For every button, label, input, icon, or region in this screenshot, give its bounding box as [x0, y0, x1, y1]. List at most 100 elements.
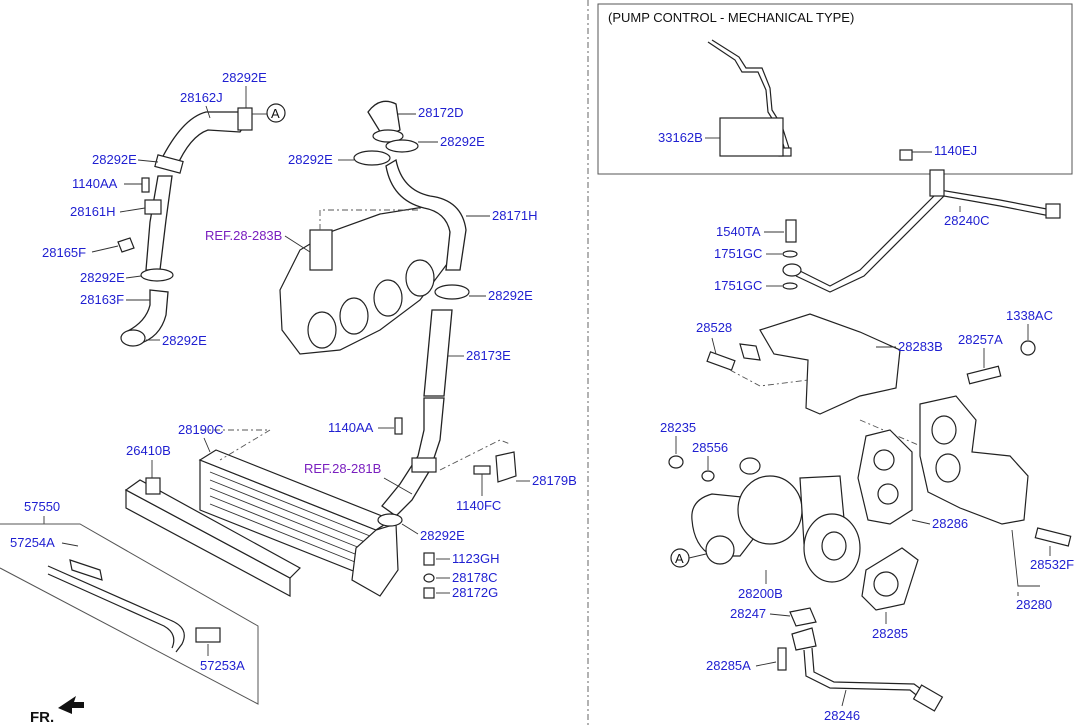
callout-a-bottom: A	[675, 551, 684, 566]
bolt-1140AA-a	[141, 177, 150, 193]
oil-return-flange	[791, 627, 817, 651]
cooler-line-1	[47, 565, 185, 653]
nut-28172G	[423, 587, 435, 599]
turbo-inlet-mouth	[705, 535, 735, 565]
radiator-26410B-top	[124, 479, 301, 579]
label-28292E-a: 28292E	[222, 70, 267, 85]
exhaust-manifold-28280	[919, 395, 1029, 525]
label-28235: 28235	[660, 420, 696, 435]
clamp-28172D	[372, 129, 404, 143]
label-28161H: 28161H	[70, 204, 116, 219]
callout-a-top: A	[271, 106, 280, 121]
pipe-28179	[381, 397, 445, 517]
label-28240C: 28240C	[944, 213, 990, 228]
label-1140FC: 1140FC	[456, 498, 501, 513]
cooler-line-2	[47, 573, 175, 649]
turbo-turbine-outlet	[821, 531, 847, 561]
label-28171H: 28171H	[492, 208, 538, 223]
label-28286: 28286	[932, 516, 968, 531]
stud-28257A	[966, 365, 1002, 385]
clamp-28292E-f	[385, 139, 419, 153]
label-28179B: 28179B	[532, 473, 577, 488]
label-28165F: 28165F	[42, 245, 86, 260]
ref-line-manifold	[319, 200, 421, 230]
washer-28556	[701, 470, 715, 482]
bolt-1140FC	[473, 465, 491, 475]
nut-28235	[668, 455, 684, 469]
oil-pipe-28240C	[797, 189, 1053, 287]
clamp-28292E-h	[377, 513, 403, 527]
hose-28172D	[367, 100, 401, 139]
clamp-upper	[154, 154, 184, 174]
hose-28173E	[423, 309, 453, 397]
label-57253A: 57253A	[200, 658, 245, 673]
bolt-1140EJ	[899, 149, 913, 161]
manifold-port-4	[405, 259, 435, 297]
label-28200B: 28200B	[738, 586, 783, 601]
bolt-28285A	[777, 647, 787, 671]
label-1140AA-b: 1140AA	[328, 420, 374, 435]
manifold-port-2	[339, 297, 369, 335]
stud-28532F	[1034, 527, 1072, 547]
label-28280: 28280	[1016, 597, 1052, 612]
pipe-fitting	[1045, 203, 1061, 219]
bracket-28161H	[144, 199, 162, 215]
clamp-28292E-mid	[140, 268, 174, 282]
intercooler-fins	[209, 471, 371, 569]
label-28292E-g: 28292E	[488, 288, 533, 303]
label-1140EJ: 1140EJ	[934, 143, 977, 158]
label-28178C: 28178C	[452, 570, 498, 585]
bolt-1540TA	[785, 219, 797, 243]
ref-28-283B[interactable]: REF.28-283B	[205, 228, 282, 243]
heat-shield-28283B	[759, 313, 901, 415]
inset-title: (PUMP CONTROL - MECHANICAL TYPE)	[608, 10, 854, 25]
gasket-28285	[861, 547, 919, 611]
label-28292E-e: 28292E	[440, 134, 485, 149]
gasket-28286	[857, 429, 913, 525]
box-57550	[0, 523, 259, 705]
turbo-actuator	[739, 457, 761, 475]
label-28292E-c: 28292E	[80, 270, 125, 285]
clip-28178C	[423, 573, 435, 583]
pipe-bracket	[929, 169, 945, 197]
label-1540TA: 1540TA	[716, 224, 761, 239]
label-28173E: 28173E	[466, 348, 511, 363]
label-28528: 28528	[696, 320, 732, 335]
oil-return-pipe-28246	[803, 649, 931, 707]
nut-1338AC	[1020, 340, 1036, 356]
oil-return-end	[912, 684, 944, 712]
bolt-28528	[706, 351, 736, 371]
label-57550: 57550	[24, 499, 60, 514]
label-33162B: 33162B	[658, 130, 703, 145]
label-28532F: 28532F	[1030, 557, 1074, 572]
label-28283B: 28283B	[898, 339, 943, 354]
front-indicator-label: FR.	[30, 709, 54, 726]
manifold-inlet-neck	[309, 229, 333, 271]
vacuum-pipe-bracket	[719, 117, 784, 157]
label-28292E-b: 28292E	[92, 152, 137, 167]
oil-pipe-28240C-2	[795, 195, 1051, 293]
pipe-flange	[411, 457, 437, 473]
label-28190C: 28190C	[178, 422, 224, 437]
hose-28171H	[385, 158, 467, 271]
label-1123GH: 1123GH	[452, 551, 499, 566]
front-arrow-icon	[58, 696, 84, 714]
clip-57254A	[69, 559, 103, 581]
heat-shield-tab	[739, 343, 761, 361]
clamp-top	[237, 107, 253, 131]
label-28246: 28246	[824, 708, 860, 723]
label-28292E-f: 28292E	[288, 152, 333, 167]
label-28556: 28556	[692, 440, 728, 455]
label-1751GC-a: 1751GC	[714, 246, 762, 261]
ref-28-281B[interactable]: REF.28-281B	[304, 461, 381, 476]
bolt-1123GH	[423, 552, 435, 566]
label-57254A: 57254A	[10, 535, 55, 550]
label-28285A: 28285A	[706, 658, 751, 673]
gasket-28247	[789, 607, 817, 627]
label-28162J: 28162J	[180, 90, 223, 105]
label-28292E-h: 28292E	[420, 528, 465, 543]
bolt-1140AA-b	[394, 417, 403, 435]
clip-57253A	[195, 627, 221, 643]
clamp-28292E-low	[120, 329, 146, 347]
